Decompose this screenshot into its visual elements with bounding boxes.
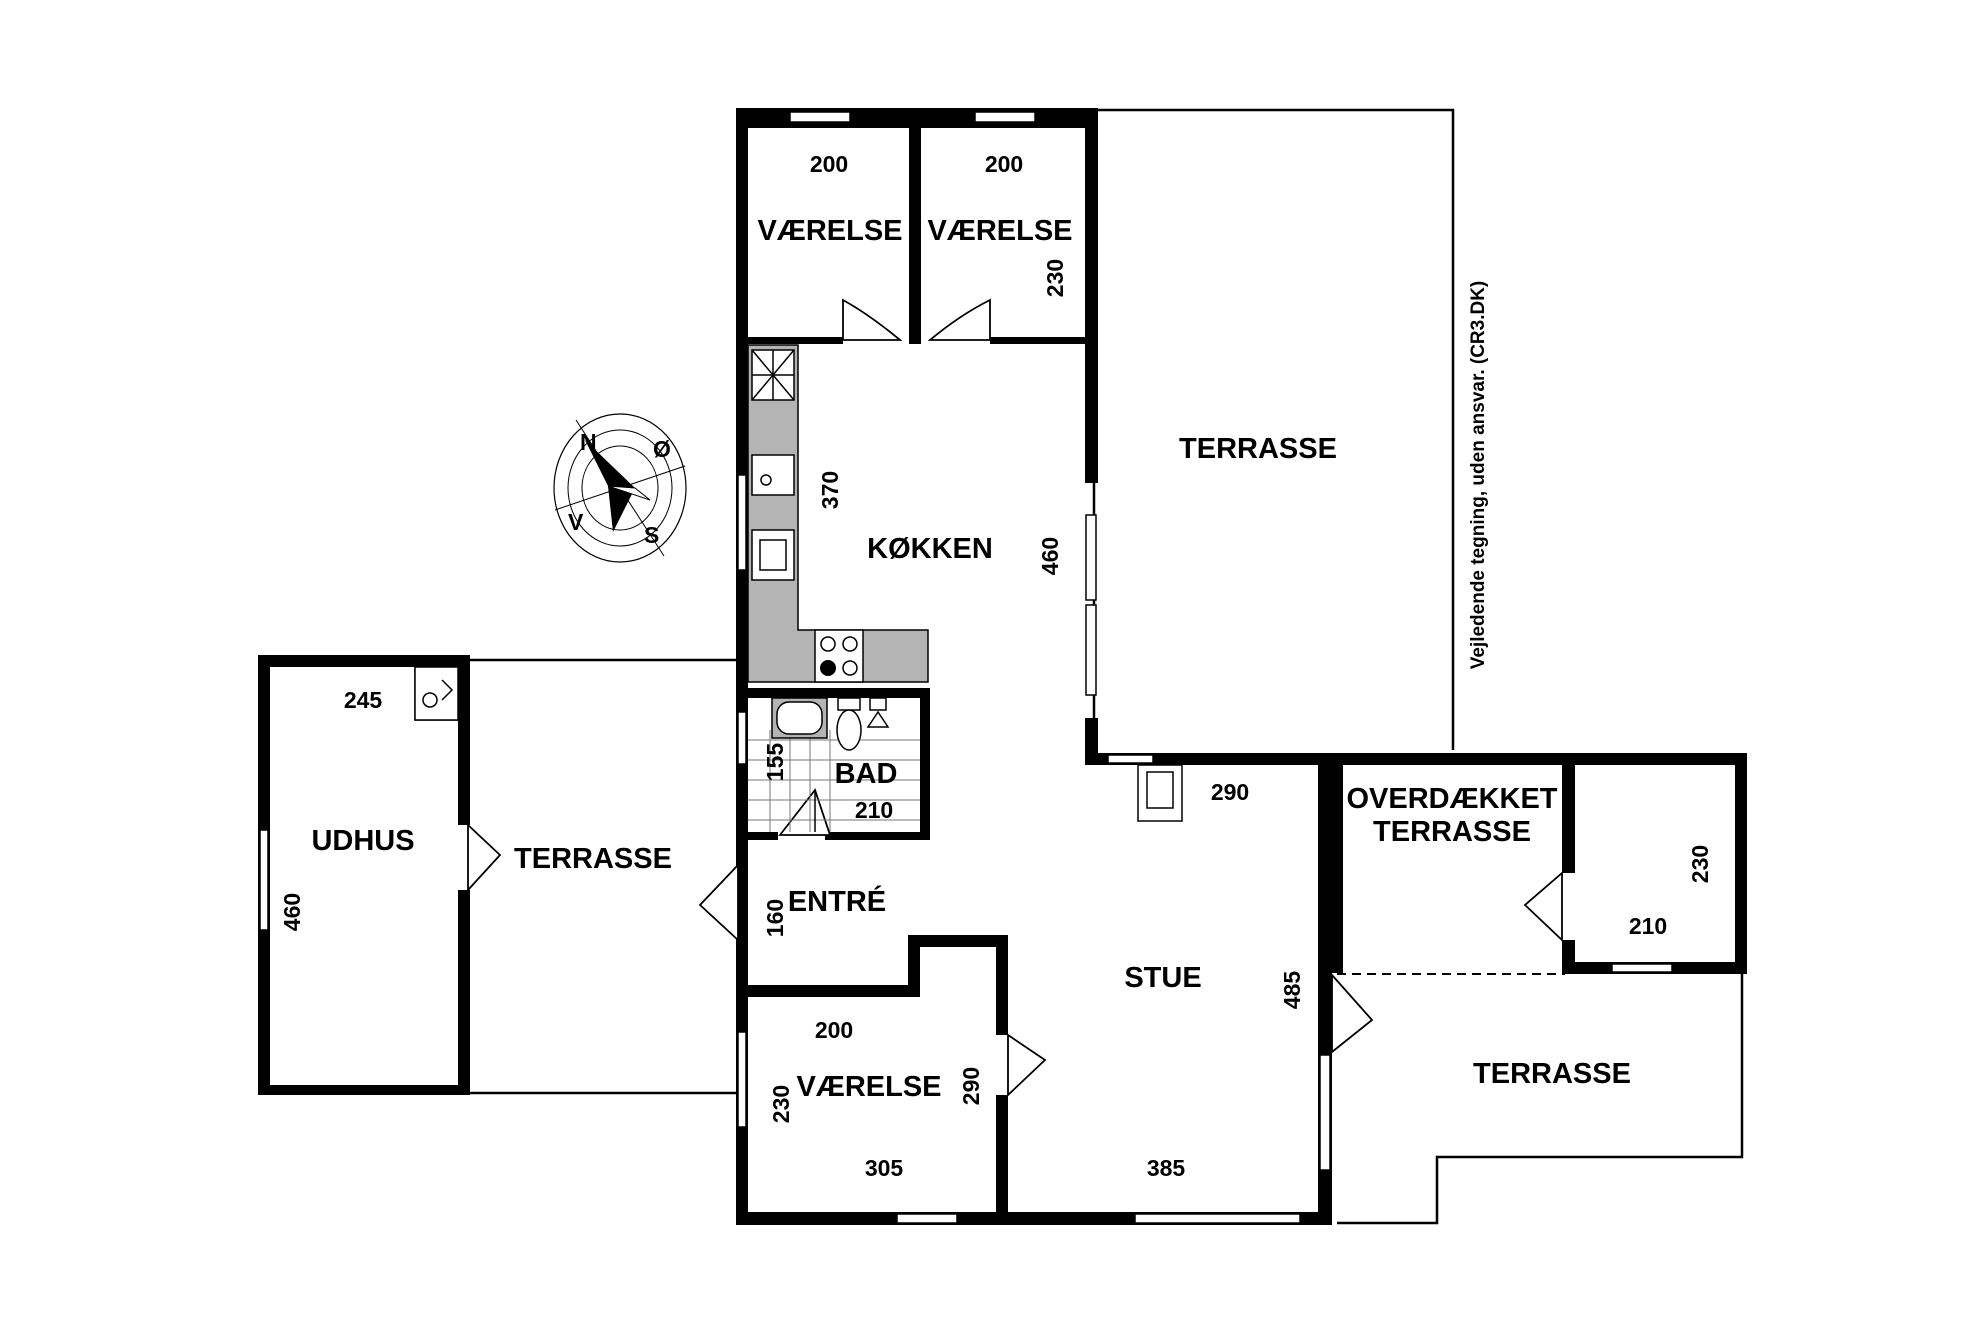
doors	[467, 298, 1563, 1098]
room-label-koekken: KØKKEN	[867, 533, 993, 565]
dim-entre-160: 160	[762, 899, 788, 937]
dim-stue-485: 485	[1279, 971, 1305, 1010]
compass: N Ø S V	[553, 413, 687, 563]
walls	[258, 108, 1747, 1225]
room-label-bad: BAD	[835, 758, 898, 790]
dim-v2-depth: 230	[1042, 259, 1068, 297]
dim-v3-200: 200	[815, 1017, 853, 1043]
dim-stue-385: 385	[1147, 1155, 1186, 1181]
kitchen-counter	[747, 344, 929, 683]
dishwasher	[751, 454, 795, 496]
room-label-overdaekket-terrasse: TERRASSE	[1373, 816, 1531, 848]
compass-east-label: Ø	[653, 436, 671, 462]
dim-v3-230: 230	[768, 1085, 794, 1123]
dim-v1-width: 200	[810, 151, 848, 177]
stove	[814, 629, 864, 683]
compass-needle-north	[585, 440, 635, 488]
room-label-vaerelse-2: VÆRELSE	[927, 215, 1072, 247]
compass-south-label: S	[644, 522, 659, 548]
dim-annex-230: 230	[1687, 845, 1713, 883]
dim-udhus-460: 460	[279, 893, 305, 931]
dim-bad-210: 210	[855, 797, 893, 823]
terrace-outlines	[467, 108, 1744, 1225]
dim-udhus-245: 245	[344, 687, 383, 713]
dimension-labels: 200 200 230 370 460 245 460 155 210 160 …	[279, 151, 1713, 1181]
dim-stue-290: 290	[1211, 779, 1249, 805]
dim-koekken-370: 370	[817, 471, 843, 509]
room-label-terrasse-left: TERRASSE	[514, 843, 672, 875]
room-label-vaerelse-1: VÆRELSE	[757, 215, 902, 247]
compass-north-label: N	[580, 429, 597, 455]
room-labels: VÆRELSE VÆRELSE TERRASSE KØKKEN UDHUS TE…	[311, 215, 1631, 1103]
windows	[259, 111, 1673, 1224]
disclaimer-text: Vejledende tegning, uden ansvar. (CR3.DK…	[1468, 281, 1489, 670]
compass-needle-south	[608, 486, 635, 532]
dim-v3-290: 290	[958, 1067, 984, 1105]
room-label-vaerelse-3: VÆRELSE	[796, 1071, 941, 1103]
dim-bad-155: 155	[762, 743, 788, 782]
room-label-udhus: UDHUS	[311, 825, 414, 857]
dim-koekken-460: 460	[1037, 537, 1063, 575]
room-label-terrasse-top: TERRASSE	[1179, 433, 1337, 465]
toilet	[836, 709, 862, 751]
bathroom-fixtures	[748, 697, 920, 832]
utility-sink	[414, 666, 459, 721]
dim-v2-width: 200	[985, 151, 1023, 177]
room-label-overdaekket: OVERDÆKKET	[1346, 783, 1557, 815]
dim-v3-305: 305	[865, 1155, 904, 1181]
dim-annex-210: 210	[1629, 913, 1667, 939]
fireplace	[1137, 764, 1183, 822]
compass-west-label: V	[568, 509, 584, 535]
room-label-terrasse-right: TERRASSE	[1473, 1058, 1631, 1090]
room-label-entre: ENTRÉ	[788, 884, 886, 918]
room-label-stue: STUE	[1124, 962, 1201, 994]
